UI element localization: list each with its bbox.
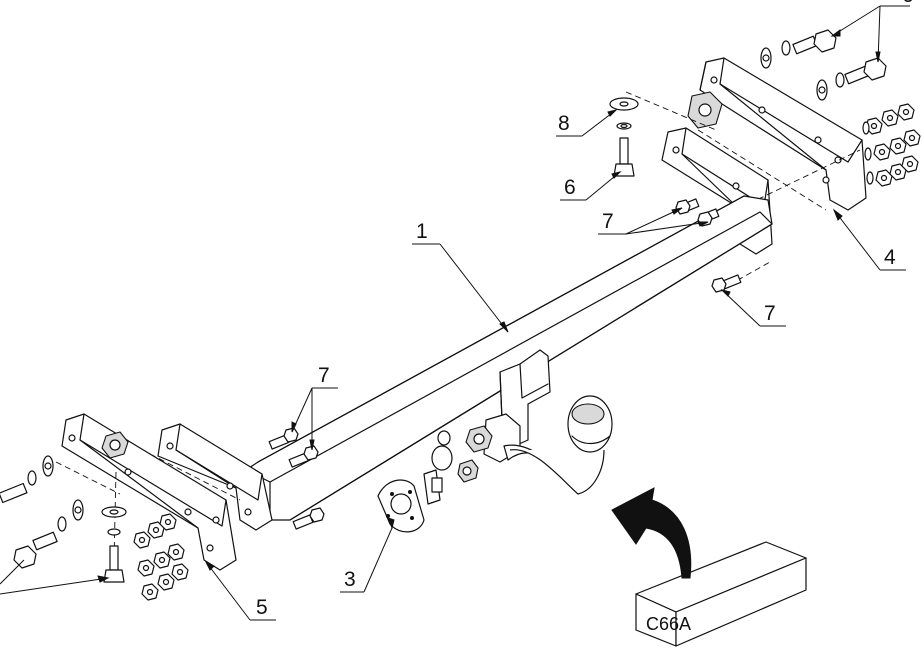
arrowheads — [97, 29, 881, 583]
callout-labels: 1 3 4 5 6 7 7 7 8 6 — [256, 0, 914, 619]
right-fasteners-stack — [862, 103, 921, 187]
rotate-arrow-icon — [611, 487, 692, 579]
callout-top-right-cut: 6 — [902, 0, 914, 7]
callout-3: 3 — [344, 568, 356, 591]
main-crossbar — [245, 195, 773, 521]
hex-nut-icon — [133, 513, 189, 601]
hex-nut-icon — [865, 103, 921, 187]
callout-5: 5 — [256, 596, 268, 619]
callout-8: 8 — [558, 112, 570, 135]
washer-8-bolt-6 — [609, 97, 639, 177]
callout-7-left: 7 — [318, 364, 330, 387]
callout-7-lower-right: 7 — [764, 302, 776, 325]
callout-4: 4 — [884, 246, 896, 269]
callout-6: 6 — [564, 176, 576, 199]
bolts-7 — [268, 198, 742, 530]
left-fasteners — [0, 455, 189, 601]
hitch-assembly — [377, 349, 613, 533]
callout-7-upper-right: 7 — [602, 210, 614, 233]
left-mounting-bracket — [55, 413, 273, 571]
top-right-bolts — [760, 29, 887, 101]
callout-1: 1 — [416, 220, 428, 243]
box-label: C66A — [646, 614, 691, 634]
c66a-box: C66A — [635, 541, 807, 647]
